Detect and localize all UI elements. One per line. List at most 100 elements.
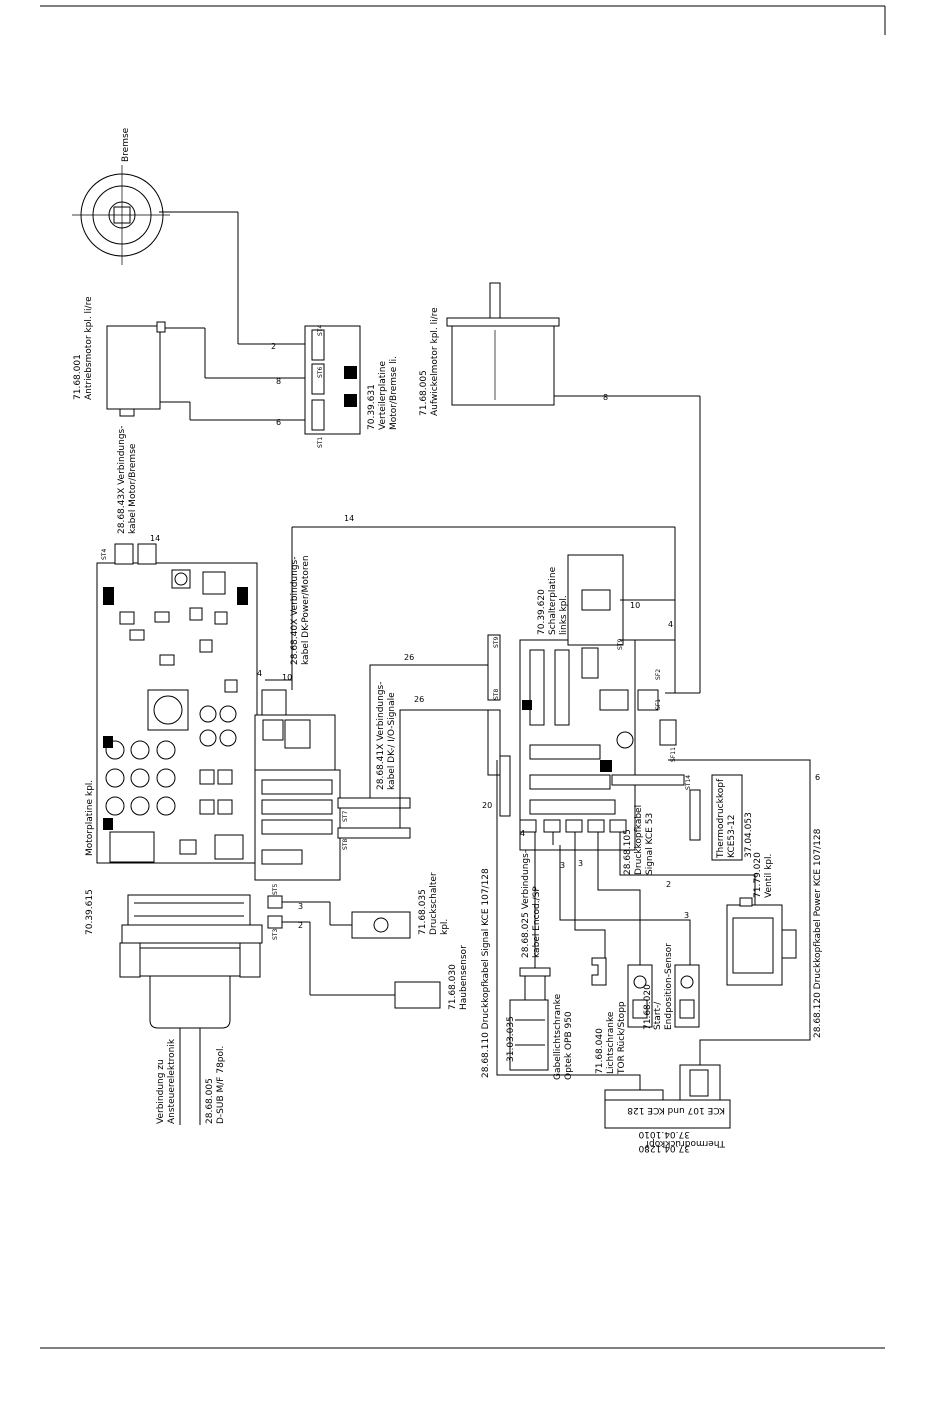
head-signal-part: 28.68.105 [623, 829, 633, 875]
switch-board-part: 70.39.620 [537, 589, 547, 635]
sw-st9b-label: ST9 [617, 639, 624, 650]
io-st8-label: ST8 [342, 839, 349, 850]
thermo-big-part1: 37.04.1010 [638, 1129, 690, 1139]
sw-sf11-label: SF11 [670, 747, 677, 762]
thermo-head-small: Thermodruckkopf KCE53-12 37.04.053 [689, 774, 754, 861]
head-signal-line2: Signal KCE 53 [645, 813, 655, 875]
encoder-cable-line2: kabel Encod./SP [532, 886, 542, 958]
valve-part: 71.79.020 [753, 852, 763, 898]
wire-count-sf1-10: 10 [282, 673, 292, 682]
drive-motor: 71.68.001 Antriebsmotor kpl. li/re [73, 296, 310, 421]
sw-st14-label: ST14 [685, 775, 692, 790]
head-power-cable-label: 28.68.120 Druckkopfkabel Power KCE 107/1… [813, 828, 823, 1038]
wire-count-pressure: 3 [298, 902, 303, 911]
mb-st4-label: ST4 [101, 549, 108, 560]
sw-st9-label: ST9 [493, 637, 500, 648]
connection-part: 28.68.005 [205, 1078, 215, 1124]
switch-board-line1: Schalterplatine [548, 566, 558, 635]
fork-barrier-line2: Optek OPB 950 [564, 1011, 574, 1080]
wire-count-sf2-10: 10 [630, 601, 640, 610]
brake: Bremse [72, 127, 310, 345]
wire-count-io-bottom: 26 [414, 695, 424, 704]
cable-io-line2: kabel DK-/ I/O-Signale [387, 692, 397, 790]
switch-board: 70.39.620 Schalterplatine links kpl. [487, 554, 685, 851]
encoder-cable: 28.68.025 Verbindungs- kabel Encod./SP 3… [506, 832, 756, 1080]
dist-board-line1: Verteilerplatine [378, 361, 388, 430]
sw-st8-label: ST8 [493, 689, 500, 700]
motor-board-part: 70.39.615 [85, 889, 95, 935]
start-sensor-part: 71.68.020 [643, 984, 653, 1030]
wire-count-power: 14 [344, 514, 354, 523]
hood-sensor: 71.68.030 Haubensensor [282, 921, 469, 1010]
power-cable: 28.68.40X Verbindungs- kabel DK-Power/Mo… [290, 526, 676, 693]
drive-motor-part: 71.68.001 [73, 354, 83, 400]
signal-cable-label: 28.68.110 Druckkopfkabel Signal KCE 107/… [481, 868, 491, 1078]
wire-count-valve: 2 [666, 880, 671, 889]
connection-line1: Verbindung zu [156, 1059, 166, 1124]
cable-power-line2: kabel DK-Power/Motoren [301, 555, 311, 665]
wire-count-sf1-4: 4 [257, 669, 262, 678]
io-cable: 28.68.41X Verbindungs- kabel DK-/ I/O-Si… [337, 664, 501, 839]
winding-motor-part: 71.68.005 [419, 370, 429, 416]
encoder-cable-line1: 28.68.025 Verbindungs- [521, 850, 531, 958]
drive-motor-name: Antriebsmotor kpl. li/re [84, 296, 94, 400]
wire-count-winding: 8 [603, 393, 608, 402]
fork-barrier-part: 31.03.035 [506, 1016, 516, 1062]
wire-count-mb-14: 14 [150, 534, 160, 543]
signal-cable: 28.68.110 Druckkopfkabel Signal KCE 107/… [481, 755, 664, 1101]
wire-count-encoder: 4 [520, 829, 525, 838]
dist-board-part: 70.39.631 [367, 384, 377, 430]
thermo-small-part: 37.04.053 [744, 812, 754, 858]
mb-st3-label: ST3 [272, 929, 279, 940]
light-barrier-line1: Lichtschranke [606, 1011, 616, 1074]
valve-name: Ventil kpl. [764, 854, 774, 898]
thermo-big-line1: Thermodruckkopf [645, 1138, 726, 1148]
dist-st1-label: ST1 [317, 437, 324, 448]
wire-count-brake: 2 [271, 342, 276, 351]
pressure-switch-line1: Druckschalter [429, 872, 439, 935]
wire-count-sensor-a: 3 [560, 861, 565, 870]
thermo-small-line2: KCE53-12 [727, 814, 737, 858]
pressure-switch: 71.68.035 Druckschalter kpl. [267, 872, 450, 939]
sw-sf1-label: SF1 [655, 699, 662, 710]
io-st7-label: ST7 [342, 811, 349, 822]
motor-board-name: Motorplatine kpl. [85, 780, 95, 856]
thermo-head-big: Thermodruckkopf KCE 107 und KCE 128 37.0… [604, 1099, 731, 1153]
switch-board-line2: links kpl. [559, 595, 569, 635]
wire-count-drive-b: 6 [276, 418, 281, 427]
light-barrier-part: 71.68.040 [595, 1028, 605, 1074]
connection-line3: D-SUB M/F 78pol. [216, 1046, 226, 1124]
cable-motor-brake-line1: 28.68.43X Verbindungs- [117, 426, 127, 535]
mb-st5-label: ST5 [272, 884, 279, 895]
head-power-cable: 28.68.120 Druckkopfkabel Power KCE 107/1… [668, 759, 823, 1102]
wire-count-right-6: 6 [815, 773, 820, 782]
sw-sf2-label: SF2 [655, 669, 662, 680]
mb-sf1 [261, 679, 311, 749]
wire-count-sf2-4: 4 [668, 620, 673, 629]
dist-st6-label: ST6 [317, 367, 324, 378]
wire-count-io-top: 26 [404, 653, 414, 662]
start-sensor-line1: Start-/ [653, 1001, 663, 1030]
wire-count-sensor-c: 3 [684, 911, 689, 920]
head-signal-line1: Druckkopfkabel [634, 805, 644, 875]
motor-board: 70.39.615 Motorplatine kpl. [85, 543, 341, 935]
thermo-big-part2: 37.04.1280 [638, 1143, 690, 1153]
dist-st4-label: ST4 [317, 325, 324, 336]
pressure-switch-line2: kpl. [440, 919, 450, 935]
fork-barrier-line1: Gabellichtschranke [553, 993, 563, 1080]
wire-count-sensor-b: 3 [578, 859, 583, 868]
cable-motor-brake-line2: kabel Motor/Bremse [128, 443, 138, 534]
wire-count-hood: 2 [298, 921, 303, 930]
cable-power-line1: 28.68.40X Verbindungs- [290, 557, 300, 666]
dsub-connector: Verbindung zu Ansteuerelektronik 28.68.0… [119, 924, 263, 1125]
pressure-switch-part: 71.68.035 [418, 889, 428, 935]
winding-motor-name: Aufwickelmotor kpl. li/re [430, 307, 440, 416]
hood-sensor-name: Haubensensor [459, 945, 469, 1010]
cable-io-line1: 28.68.41X Verbindungs- [376, 682, 386, 791]
brake-label: Bremse [121, 127, 131, 162]
light-barrier-line2: TOR Rück/Stopp [617, 1001, 627, 1075]
wire-count-signal: 20 [482, 801, 492, 810]
thermo-big-line2: KCE 107 und KCE 128 [627, 1105, 725, 1115]
